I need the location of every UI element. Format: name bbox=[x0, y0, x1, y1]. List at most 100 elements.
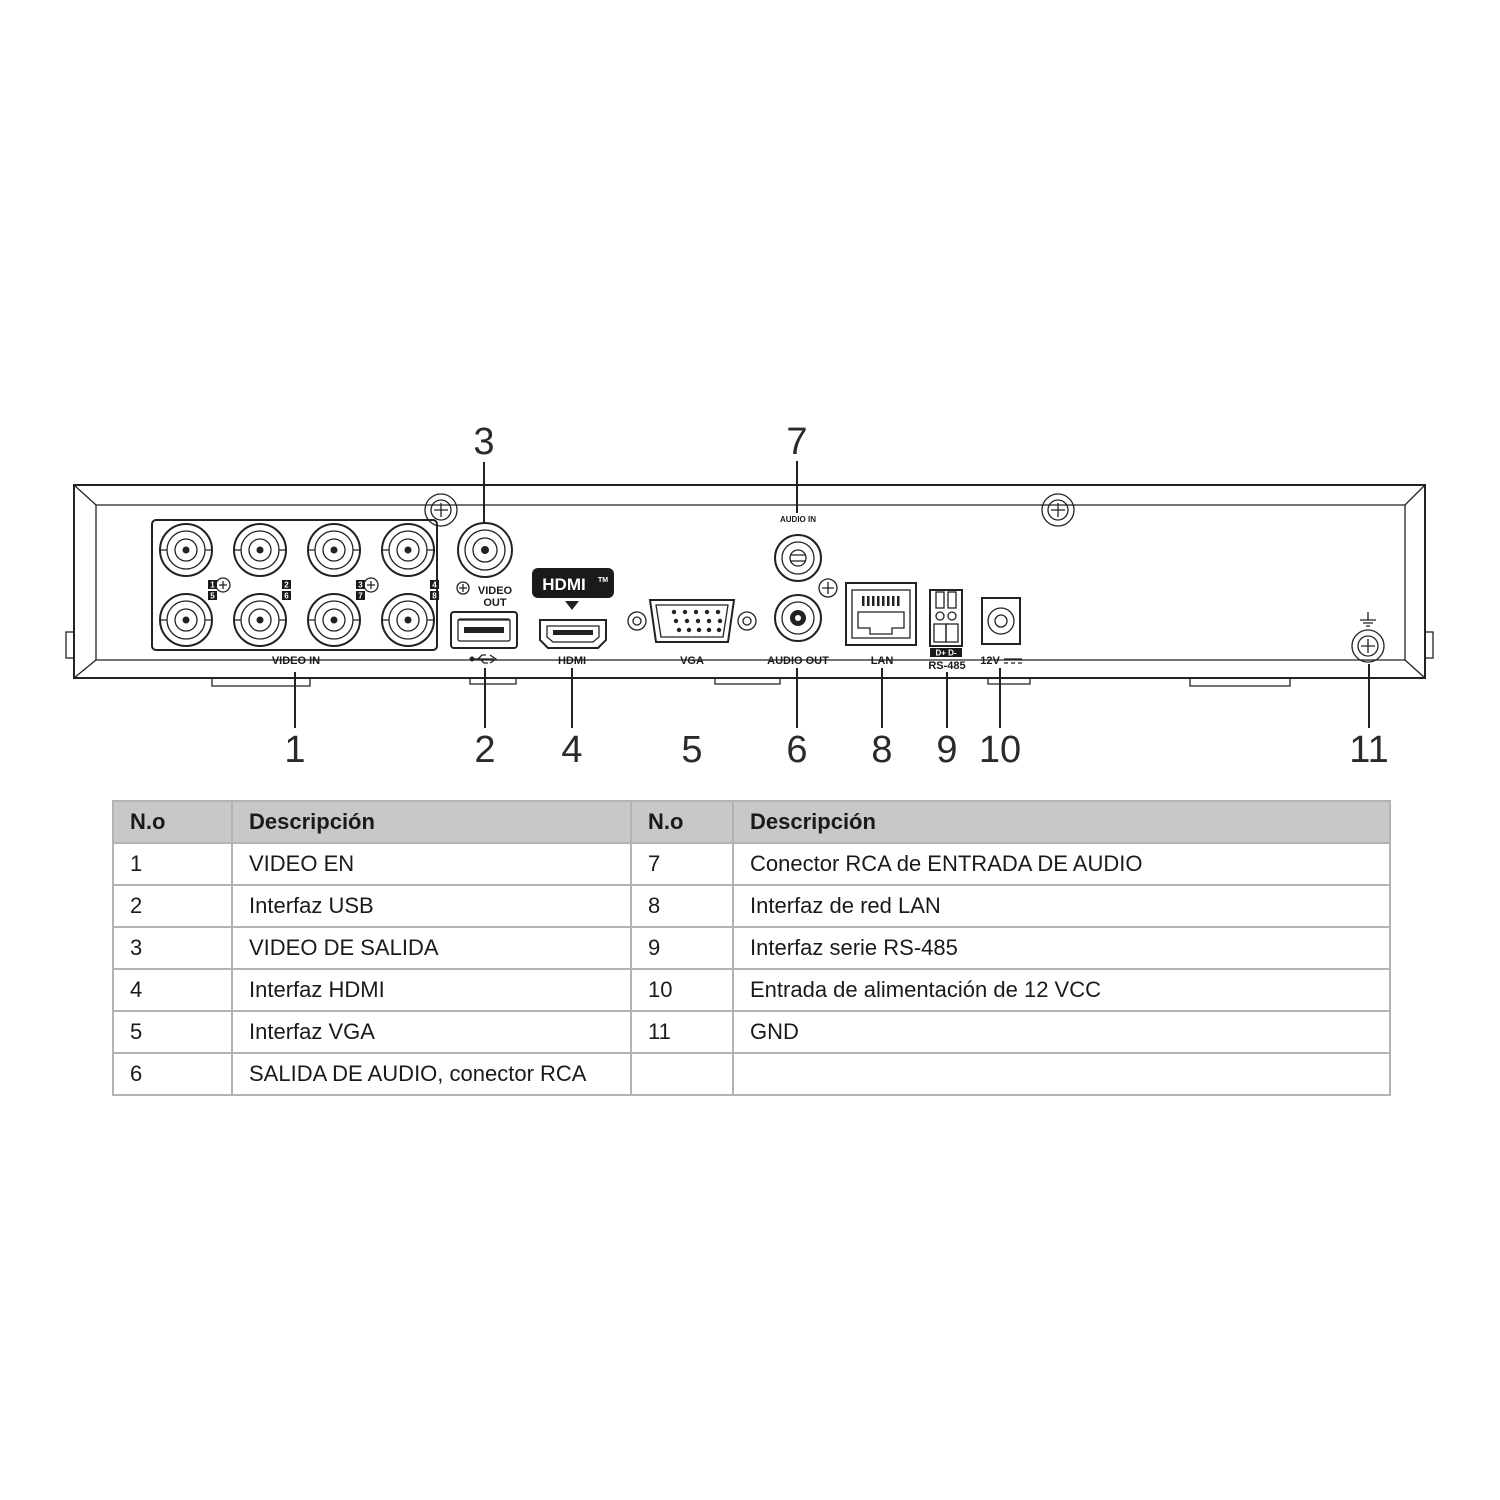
channel-badge: 5 bbox=[208, 591, 217, 601]
vga-pin bbox=[696, 627, 702, 633]
audio-out-label: AUDIO OUT bbox=[767, 655, 829, 667]
bnc-port bbox=[381, 523, 435, 577]
callout-8: 8 bbox=[871, 729, 892, 771]
callout-2: 2 bbox=[474, 729, 495, 771]
table-cell: VIDEO EN bbox=[231, 842, 632, 886]
lan-pin bbox=[862, 596, 865, 606]
vga-pin bbox=[673, 618, 679, 624]
channel-badge: 8 bbox=[430, 591, 439, 601]
table-cell: 1 bbox=[112, 842, 233, 886]
lan-pin bbox=[892, 596, 895, 606]
table-cell: 3 bbox=[112, 926, 233, 970]
video-in-label: VIDEO IN bbox=[272, 655, 320, 667]
vga-port: VGA bbox=[627, 599, 757, 667]
video-in-bnc-block: 1 5 2 6 37 4 8 VIDEO IN bbox=[151, 519, 439, 667]
channel-badge: 1 bbox=[208, 580, 217, 590]
svg-text:HDMI: HDMI bbox=[542, 575, 585, 594]
bnc-port bbox=[381, 593, 435, 647]
table-row: 4 Interfaz HDMI 10 Entrada de alimentaci… bbox=[112, 968, 1391, 1012]
bnc-port bbox=[307, 593, 361, 647]
screw-icon bbox=[215, 577, 231, 593]
vga-pin bbox=[715, 609, 721, 615]
vga-pin bbox=[717, 618, 723, 624]
video-out-label-line2: OUT bbox=[483, 597, 507, 609]
channel-number: 4 bbox=[432, 581, 437, 590]
power-12v-port: 12V bbox=[980, 597, 1022, 667]
table-cell bbox=[732, 1052, 1391, 1096]
table-row: 1 VIDEO EN 7 Conector RCA de ENTRADA DE … bbox=[112, 842, 1391, 886]
rs485-terminal: D+ D- RS-485 bbox=[928, 589, 966, 672]
ground-screw-small bbox=[818, 578, 838, 598]
dc-symbol-icon bbox=[1004, 658, 1022, 664]
channel-number: 2 bbox=[284, 581, 289, 590]
video-out-label-line1: VIDEO bbox=[478, 585, 513, 597]
header-number-right: N.o bbox=[630, 800, 734, 844]
hdmi-label: HDMI bbox=[558, 655, 586, 667]
lan-label: LAN bbox=[871, 655, 894, 667]
channel-badge: 3 bbox=[356, 580, 365, 590]
vga-label: VGA bbox=[680, 655, 704, 667]
chassis bbox=[65, 484, 1434, 687]
table-cell: Interfaz serie RS-485 bbox=[732, 926, 1391, 970]
channel-number: 3 bbox=[358, 581, 363, 590]
video-out-bnc-port: VIDEO OUT bbox=[456, 522, 513, 609]
callout-6: 6 bbox=[786, 729, 807, 771]
table-cell: 4 bbox=[112, 968, 233, 1012]
callout-1: 1 bbox=[284, 729, 305, 771]
screw-icon bbox=[363, 577, 379, 593]
usb-port bbox=[450, 611, 518, 664]
vga-pin bbox=[693, 609, 699, 615]
table-row: 3 VIDEO DE SALIDA 9 Interfaz serie RS-48… bbox=[112, 926, 1391, 970]
lan-pin bbox=[882, 596, 885, 606]
table-cell: 8 bbox=[630, 884, 734, 928]
channel-badge: 7 bbox=[356, 591, 365, 601]
callout-leaders bbox=[294, 461, 1370, 728]
table-cell: 9 bbox=[630, 926, 734, 970]
rs485-label: RS-485 bbox=[928, 660, 965, 672]
table-cell: Interfaz USB bbox=[231, 884, 632, 928]
bnc-port bbox=[233, 523, 287, 577]
channel-number: 8 bbox=[432, 592, 437, 601]
callout-7: 7 bbox=[786, 421, 807, 463]
channel-badge: 6 bbox=[282, 591, 291, 601]
vga-pin bbox=[706, 618, 712, 624]
table-header-row: N.o Descripción N.o Descripción bbox=[112, 800, 1391, 844]
channel-number: 5 bbox=[210, 592, 215, 601]
table-cell: Interfaz HDMI bbox=[231, 968, 632, 1012]
ground-symbol-icon bbox=[1360, 612, 1376, 627]
arrow-down-icon bbox=[565, 601, 579, 610]
bnc-port bbox=[159, 523, 213, 577]
callout-9: 9 bbox=[936, 729, 957, 771]
header-description-right: Descripción bbox=[732, 800, 1391, 844]
header-description-left: Descripción bbox=[231, 800, 632, 844]
audio-in-rca-port: AUDIO IN bbox=[774, 515, 822, 582]
vga-pin bbox=[684, 618, 690, 624]
power-label: 12V bbox=[980, 655, 1000, 667]
usb-icon bbox=[469, 654, 498, 664]
table-cell: SALIDA DE AUDIO, conector RCA bbox=[231, 1052, 632, 1096]
audio-in-label: AUDIO IN bbox=[780, 515, 816, 524]
bnc-port bbox=[233, 593, 287, 647]
vga-pin bbox=[695, 618, 701, 624]
vga-pin bbox=[704, 609, 710, 615]
table-cell: Interfaz de red LAN bbox=[732, 884, 1391, 928]
vga-pin bbox=[686, 627, 692, 633]
channel-number: 6 bbox=[284, 592, 289, 601]
chassis-screw-left bbox=[424, 493, 458, 527]
table-cell bbox=[630, 1052, 734, 1096]
table-cell: 11 bbox=[630, 1010, 734, 1054]
callout-10: 10 bbox=[979, 729, 1021, 771]
svg-text:TM: TM bbox=[598, 577, 608, 584]
header-number-left: N.o bbox=[112, 800, 233, 844]
vga-pin bbox=[671, 609, 677, 615]
ground-terminal bbox=[1351, 612, 1385, 663]
table-cell: 6 bbox=[112, 1052, 233, 1096]
table-cell: Entrada de alimentación de 12 VCC bbox=[732, 968, 1391, 1012]
callout-4: 4 bbox=[561, 729, 582, 771]
channel-badge: 4 bbox=[430, 580, 439, 590]
description-table: N.o Descripción N.o Descripción 1 VIDEO … bbox=[112, 800, 1391, 1096]
lan-pin bbox=[897, 596, 900, 606]
table-cell: 10 bbox=[630, 968, 734, 1012]
lan-pin bbox=[877, 596, 880, 606]
